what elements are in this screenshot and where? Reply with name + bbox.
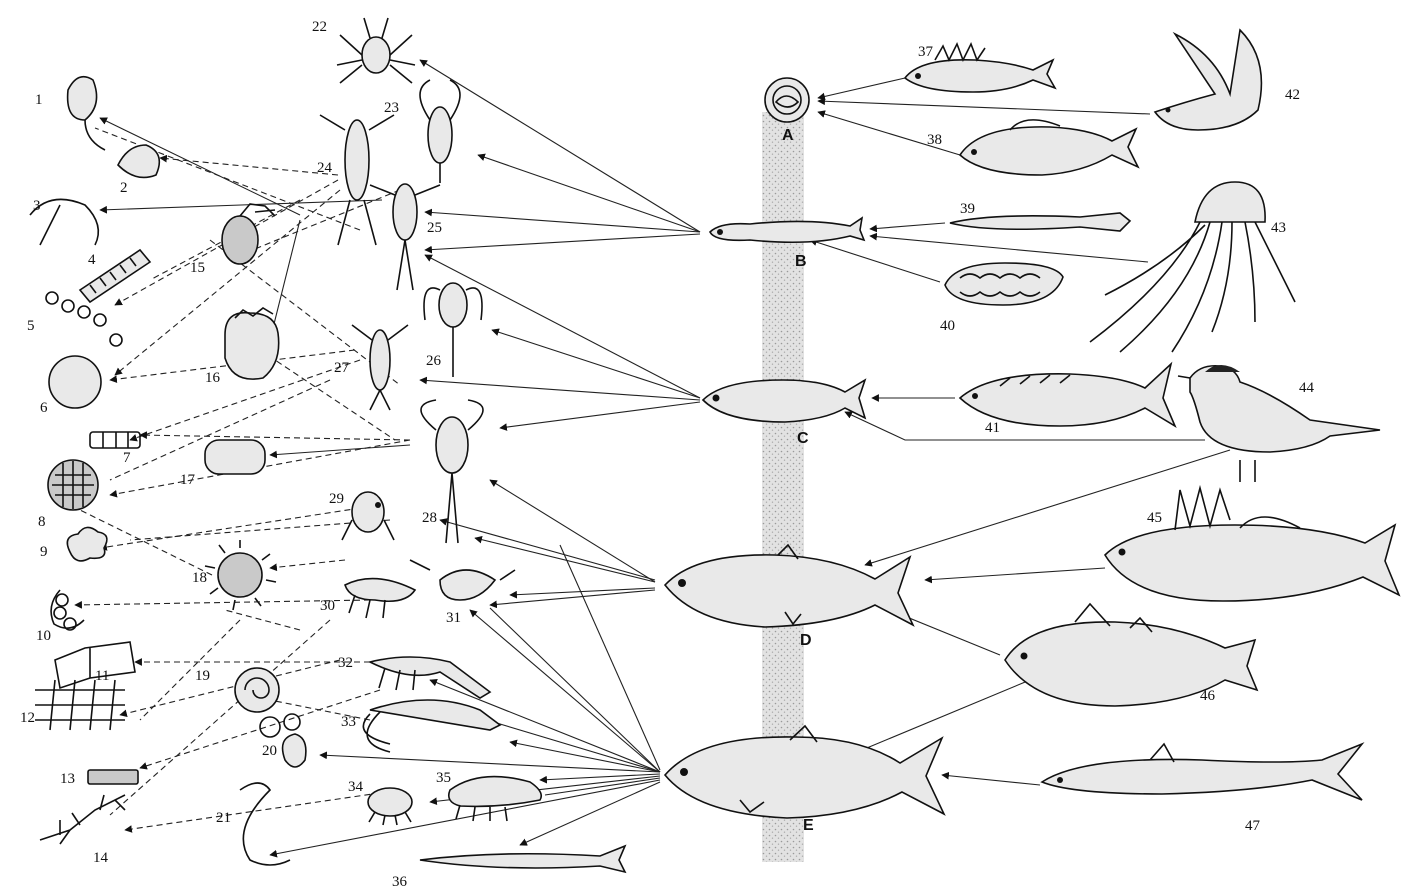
copepod-icon	[352, 325, 408, 410]
label-1: 1	[35, 92, 43, 108]
label-10: 10	[36, 628, 51, 644]
phytoplankton-icon	[222, 204, 275, 264]
bird-icon	[1155, 30, 1261, 130]
shrimp-icon	[410, 560, 515, 600]
fish-egg-icon	[765, 78, 809, 122]
phytoplankton-icon	[118, 145, 159, 177]
label-3: 3	[33, 198, 41, 214]
label-B: B	[795, 253, 807, 270]
label-2: 2	[120, 180, 128, 196]
label-18: 18	[192, 570, 207, 586]
phytoplankton-icon	[88, 770, 138, 784]
copepod-icon	[342, 492, 394, 540]
phytoplankton-icon	[46, 292, 122, 346]
fish-icon	[665, 545, 913, 627]
label-15: 15	[190, 260, 205, 276]
label-30: 30	[320, 598, 335, 614]
label-17: 17	[180, 472, 196, 488]
label-E: E	[803, 817, 814, 834]
phytoplankton-icon	[225, 308, 279, 379]
label-39: 39	[960, 201, 975, 217]
label-16: 16	[205, 370, 221, 386]
phytoplankton-icon	[205, 540, 276, 610]
label-31: 31	[446, 610, 461, 626]
bird-icon	[1178, 365, 1380, 482]
phytoplankton-icon	[49, 356, 101, 408]
phytoplankton-icon	[51, 590, 84, 630]
label-A: A	[782, 127, 794, 144]
label-D: D	[800, 632, 812, 649]
label-21: 21	[216, 810, 231, 826]
phytoplankton-icon	[90, 432, 140, 448]
fish-icon	[1042, 744, 1362, 800]
label-27: 27	[334, 360, 350, 376]
shrimp-icon	[368, 788, 412, 825]
phytoplankton-icon	[68, 77, 105, 150]
fish-icon	[1105, 488, 1399, 601]
label-11: 11	[95, 668, 109, 684]
label-22: 22	[312, 19, 327, 35]
worm-icon	[945, 263, 1063, 305]
label-34: 34	[348, 779, 364, 795]
label-28: 28	[422, 510, 437, 526]
label-35: 35	[436, 770, 451, 786]
label-13: 13	[60, 771, 75, 787]
label-C: C	[797, 430, 809, 447]
label-4: 4	[88, 252, 96, 268]
fish-icon	[703, 380, 865, 422]
phytoplankton-icon	[48, 460, 98, 510]
label-46: 46	[1200, 688, 1216, 704]
fish-larva-icon	[950, 213, 1130, 231]
phytoplankton-icon	[35, 680, 125, 730]
shrimp-icon	[370, 657, 490, 698]
label-23: 23	[384, 100, 399, 116]
label-36: 36	[392, 874, 408, 890]
label-12: 12	[20, 710, 35, 726]
label-29: 29	[329, 491, 344, 507]
label-33: 33	[341, 714, 356, 730]
shrimp-icon	[345, 579, 415, 618]
label-45: 45	[1147, 510, 1162, 526]
fish-icon	[665, 726, 944, 818]
label-38: 38	[927, 132, 942, 148]
label-8: 8	[38, 514, 46, 530]
label-47: 47	[1245, 818, 1261, 834]
phytoplankton-icon	[205, 440, 265, 474]
label-42: 42	[1285, 87, 1300, 103]
copepod-icon	[320, 115, 394, 245]
fish-larva-icon	[710, 218, 864, 242]
phytoplankton-icon	[67, 527, 107, 560]
copepod-icon	[420, 80, 460, 183]
copepod-icon	[337, 18, 415, 83]
jellyfish-icon	[1090, 182, 1295, 352]
label-43: 43	[1271, 220, 1286, 236]
fish-icon	[960, 120, 1138, 175]
fish-icon	[960, 364, 1175, 426]
fish-icon	[420, 846, 625, 872]
label-44: 44	[1299, 380, 1315, 396]
label-24: 24	[317, 160, 333, 176]
label-14: 14	[93, 850, 109, 866]
label-40: 40	[940, 318, 955, 334]
solid-feeding-arrows	[100, 60, 1230, 855]
shrimp-icon	[363, 700, 500, 752]
label-41: 41	[985, 420, 1000, 436]
label-9: 9	[40, 544, 48, 560]
label-20: 20	[262, 743, 277, 759]
fish-icon	[1005, 604, 1257, 706]
label-19: 19	[195, 668, 210, 684]
shrimp-icon	[449, 777, 542, 821]
label-7: 7	[123, 450, 131, 466]
label-6: 6	[40, 400, 48, 416]
label-25: 25	[427, 220, 442, 236]
label-32: 32	[338, 655, 353, 671]
phytoplankton-icon	[40, 795, 125, 844]
phytoplankton-icon	[235, 668, 279, 712]
label-37: 37	[918, 44, 934, 60]
label-5: 5	[27, 318, 35, 334]
label-26: 26	[426, 353, 442, 369]
